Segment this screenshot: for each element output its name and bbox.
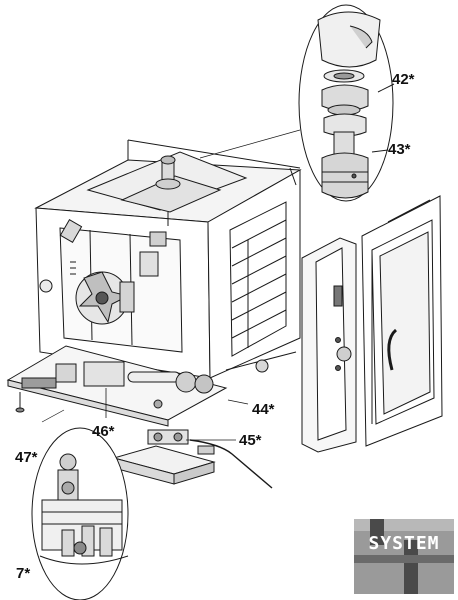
system-logo: SYSTEM — [354, 519, 454, 594]
door-frame — [301, 237, 357, 453]
detail-magnifier — [31, 409, 129, 600]
callout-44: 44* — [252, 401, 275, 418]
callout-45: 45* — [239, 432, 262, 449]
system-logo-graphic — [354, 519, 454, 594]
fan-assembly — [39, 219, 183, 353]
leader-lines — [105, 388, 249, 441]
callout-42: 42* — [392, 71, 415, 88]
tray-rack — [229, 201, 287, 357]
callout-43: 43* — [388, 141, 411, 158]
upper-component-explode — [199, 4, 395, 202]
callout-47: 47* — [15, 449, 38, 466]
base-plate — [6, 345, 297, 427]
callout-7: 7* — [16, 565, 31, 582]
system-logo-text: SYSTEM — [368, 533, 440, 554]
drip-tray-and-hose — [112, 429, 273, 489]
top-fitting — [86, 151, 248, 226]
oven-door — [361, 195, 443, 447]
callout-46: 46* — [92, 423, 115, 440]
